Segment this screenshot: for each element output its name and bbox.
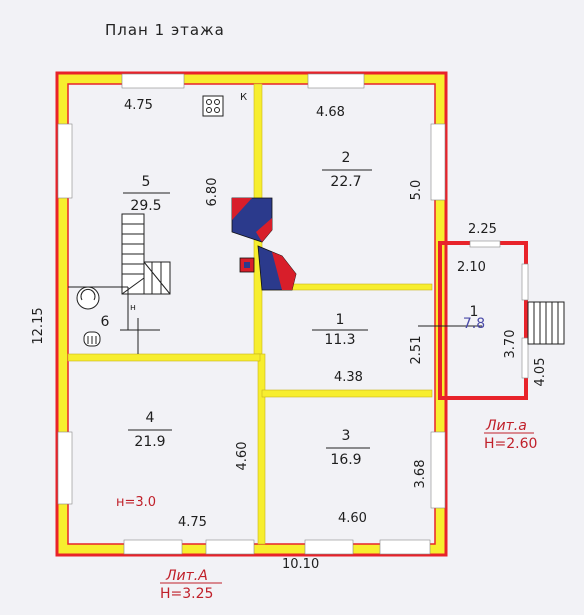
wall-vertical-lower (257, 353, 266, 545)
outer-wall-fill (58, 74, 445, 554)
dimension-label: 4.38 (334, 370, 363, 385)
interior-walls (67, 83, 433, 545)
window-bottom-3 (304, 539, 354, 555)
room-number: 3 (342, 428, 351, 444)
dimension-label: 12.15 (31, 307, 46, 344)
window-right-1 (430, 123, 446, 201)
dimension-label: 2.25 (468, 222, 497, 237)
dimension-label: 5.0 (409, 180, 424, 201)
annex-height-label: Н=2.60 (484, 436, 537, 452)
window-left-1 (57, 123, 73, 199)
window-bottom-2 (205, 539, 255, 555)
room-area: 22.7 (330, 174, 361, 190)
stove (231, 197, 297, 291)
room-area: 29.5 (130, 198, 161, 214)
room-number: 1 (336, 312, 345, 328)
main-building-walls (55, 71, 448, 557)
stove-firebox-inner (244, 262, 250, 268)
porch-steps-icon (527, 301, 565, 345)
annex-lit-label: Лит.а (485, 418, 527, 434)
annex-window-right-2 (521, 337, 529, 379)
dimension-label: 4.68 (316, 105, 345, 120)
area-lines (123, 169, 482, 449)
room6-partition (68, 286, 160, 354)
windows (57, 73, 446, 555)
inner-wall-outline (67, 83, 436, 545)
dimension-label: 3.70 (503, 330, 518, 359)
dimension-label: 3.68 (413, 460, 428, 489)
room-area: 7.8 (463, 316, 485, 332)
chimney-upper-red (232, 198, 252, 220)
main-lit-label: Лит.А (165, 568, 208, 584)
window-bottom-1 (123, 539, 183, 555)
cooktop-icon (202, 95, 224, 117)
annex-window-right-1 (521, 263, 529, 301)
dimension-label: 4.75 (124, 98, 153, 113)
svg-text:н: н (130, 303, 136, 313)
staircase-icon (121, 213, 171, 295)
dimension-label: 4.05 (533, 358, 548, 387)
dimension-label: 6.80 (205, 178, 220, 207)
window-right-2 (430, 431, 446, 509)
wall-horizontal-middle (67, 353, 261, 362)
annex-walls (438, 240, 529, 400)
plan-title: План 1 этажа (105, 21, 225, 39)
window-top-2 (307, 73, 365, 89)
dimension-label: 2.10 (457, 260, 486, 275)
main-height-label: Н=3.25 (160, 586, 213, 602)
room-number: 2 (342, 150, 351, 166)
window-bottom-4 (379, 539, 431, 555)
dimension-label: 10.10 (282, 557, 319, 572)
dimension-label: 4.75 (178, 515, 207, 530)
room-area: 16.9 (330, 452, 361, 468)
stove-lower-red (272, 252, 296, 290)
stove-mark-k: К (240, 92, 247, 103)
room-area: 21.9 (134, 434, 165, 450)
room-number: 1 (470, 304, 479, 320)
dimension-label: 2.51 (409, 336, 424, 365)
window-left-2 (57, 431, 73, 505)
room-number: 5 (142, 174, 151, 190)
room-height-note: н=3.0 (116, 495, 156, 510)
room-area: 11.3 (324, 332, 355, 348)
wall-horizontal-room1-bottom (261, 389, 433, 398)
dimension-label: 4.60 (338, 511, 367, 526)
dimension-label: 4.60 (235, 442, 250, 471)
window-top-1 (121, 73, 185, 89)
boiler-icon (76, 286, 101, 347)
room-number: 6 (101, 314, 110, 330)
chimney-upper-red-2 (256, 218, 272, 242)
annex-window-top (469, 240, 501, 248)
room-number: 4 (146, 410, 155, 426)
outer-wall-outline (55, 71, 448, 557)
